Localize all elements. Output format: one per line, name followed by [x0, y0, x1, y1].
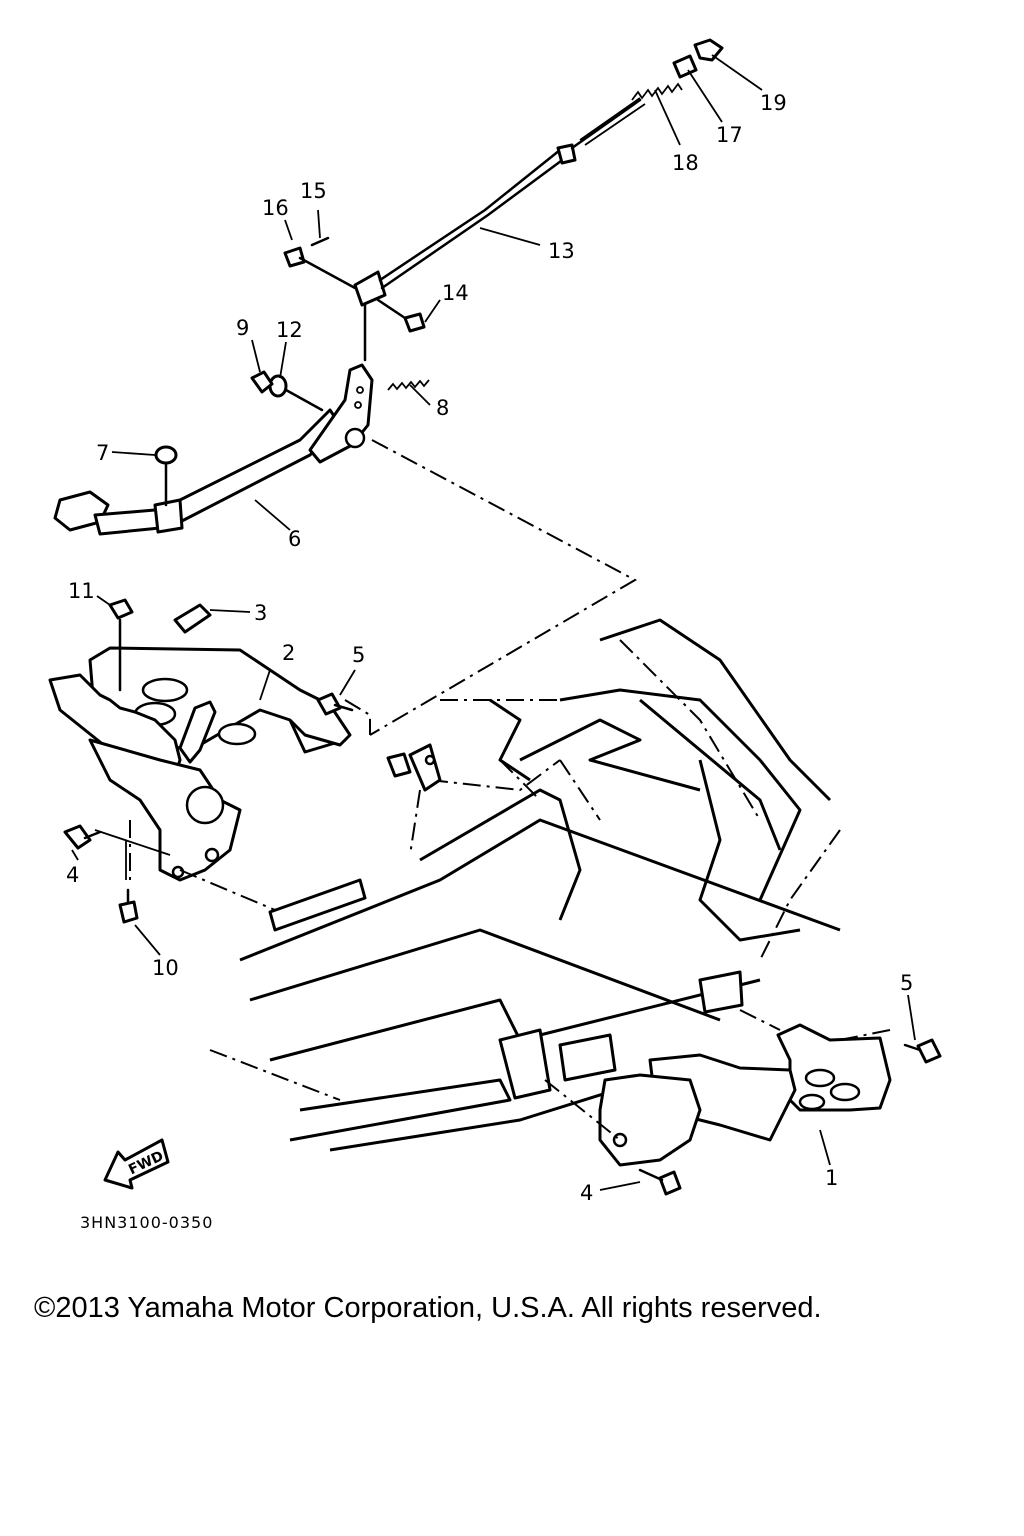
- nut-9: [250, 370, 324, 412]
- callout-6: 6: [288, 527, 301, 551]
- callout-2: 2: [282, 641, 295, 665]
- callout-9: 9: [236, 316, 249, 340]
- brake-rod: [353, 97, 646, 362]
- callout-14: 14: [442, 281, 469, 305]
- frame-bolt: [386, 743, 442, 792]
- callout-18: 18: [672, 151, 699, 175]
- wing-nut: [693, 38, 724, 62]
- callout-17: 17: [716, 123, 743, 147]
- bolt-4-left: [63, 824, 171, 856]
- callout-15: 15: [300, 179, 327, 203]
- brake-pedal: [53, 363, 374, 536]
- callout-16: 16: [262, 196, 289, 220]
- alignment-lines: [129, 439, 891, 1141]
- cotter-pin: [310, 236, 330, 247]
- leader-lines: [71, 54, 916, 1191]
- adjust-nut: [672, 54, 698, 79]
- callout-10: 10: [152, 956, 179, 980]
- drawing-code: 3HN3100-0350: [80, 1213, 213, 1232]
- bolt-10: [118, 840, 139, 924]
- callout-4-left: 4: [66, 863, 79, 887]
- right-footrest: [598, 1023, 892, 1167]
- bolt-5-right: [903, 1038, 942, 1064]
- callout-13: 13: [548, 239, 575, 263]
- callout-11: 11: [68, 579, 95, 603]
- callout-7: 7: [96, 441, 109, 465]
- callout-5-left: 5: [352, 643, 365, 667]
- pedal-pad-knob: [154, 445, 178, 507]
- rod-spring: [631, 82, 683, 101]
- nut-11: [108, 598, 134, 692]
- callout-4-right: 4: [580, 1181, 593, 1205]
- nut-14: [376, 298, 426, 333]
- callout-12: 12: [276, 318, 303, 342]
- callout-8: 8: [436, 396, 449, 420]
- footrest-pin: [173, 603, 212, 634]
- washer: [268, 374, 288, 398]
- left-footrest: [48, 646, 352, 882]
- callout-5-right: 5: [900, 971, 913, 995]
- clevis-pin: [283, 246, 357, 290]
- bolt-5-left: [316, 692, 354, 716]
- bolt-4-right: [638, 1168, 682, 1196]
- callout-1: 1: [825, 1166, 838, 1190]
- fwd-arrow: FWD: [103, 1138, 170, 1190]
- callout-labels: 19 17 18 13 14 15 16 9 12 8 7 6 11 3 2 5…: [66, 91, 913, 1205]
- callout-19: 19: [760, 91, 787, 115]
- copyright-notice: ©2013 Yamaha Motor Corporation, U.S.A. A…: [34, 1292, 822, 1324]
- vehicle-frame: [209, 618, 841, 1152]
- return-spring: [387, 379, 430, 391]
- callout-3: 3: [254, 601, 267, 625]
